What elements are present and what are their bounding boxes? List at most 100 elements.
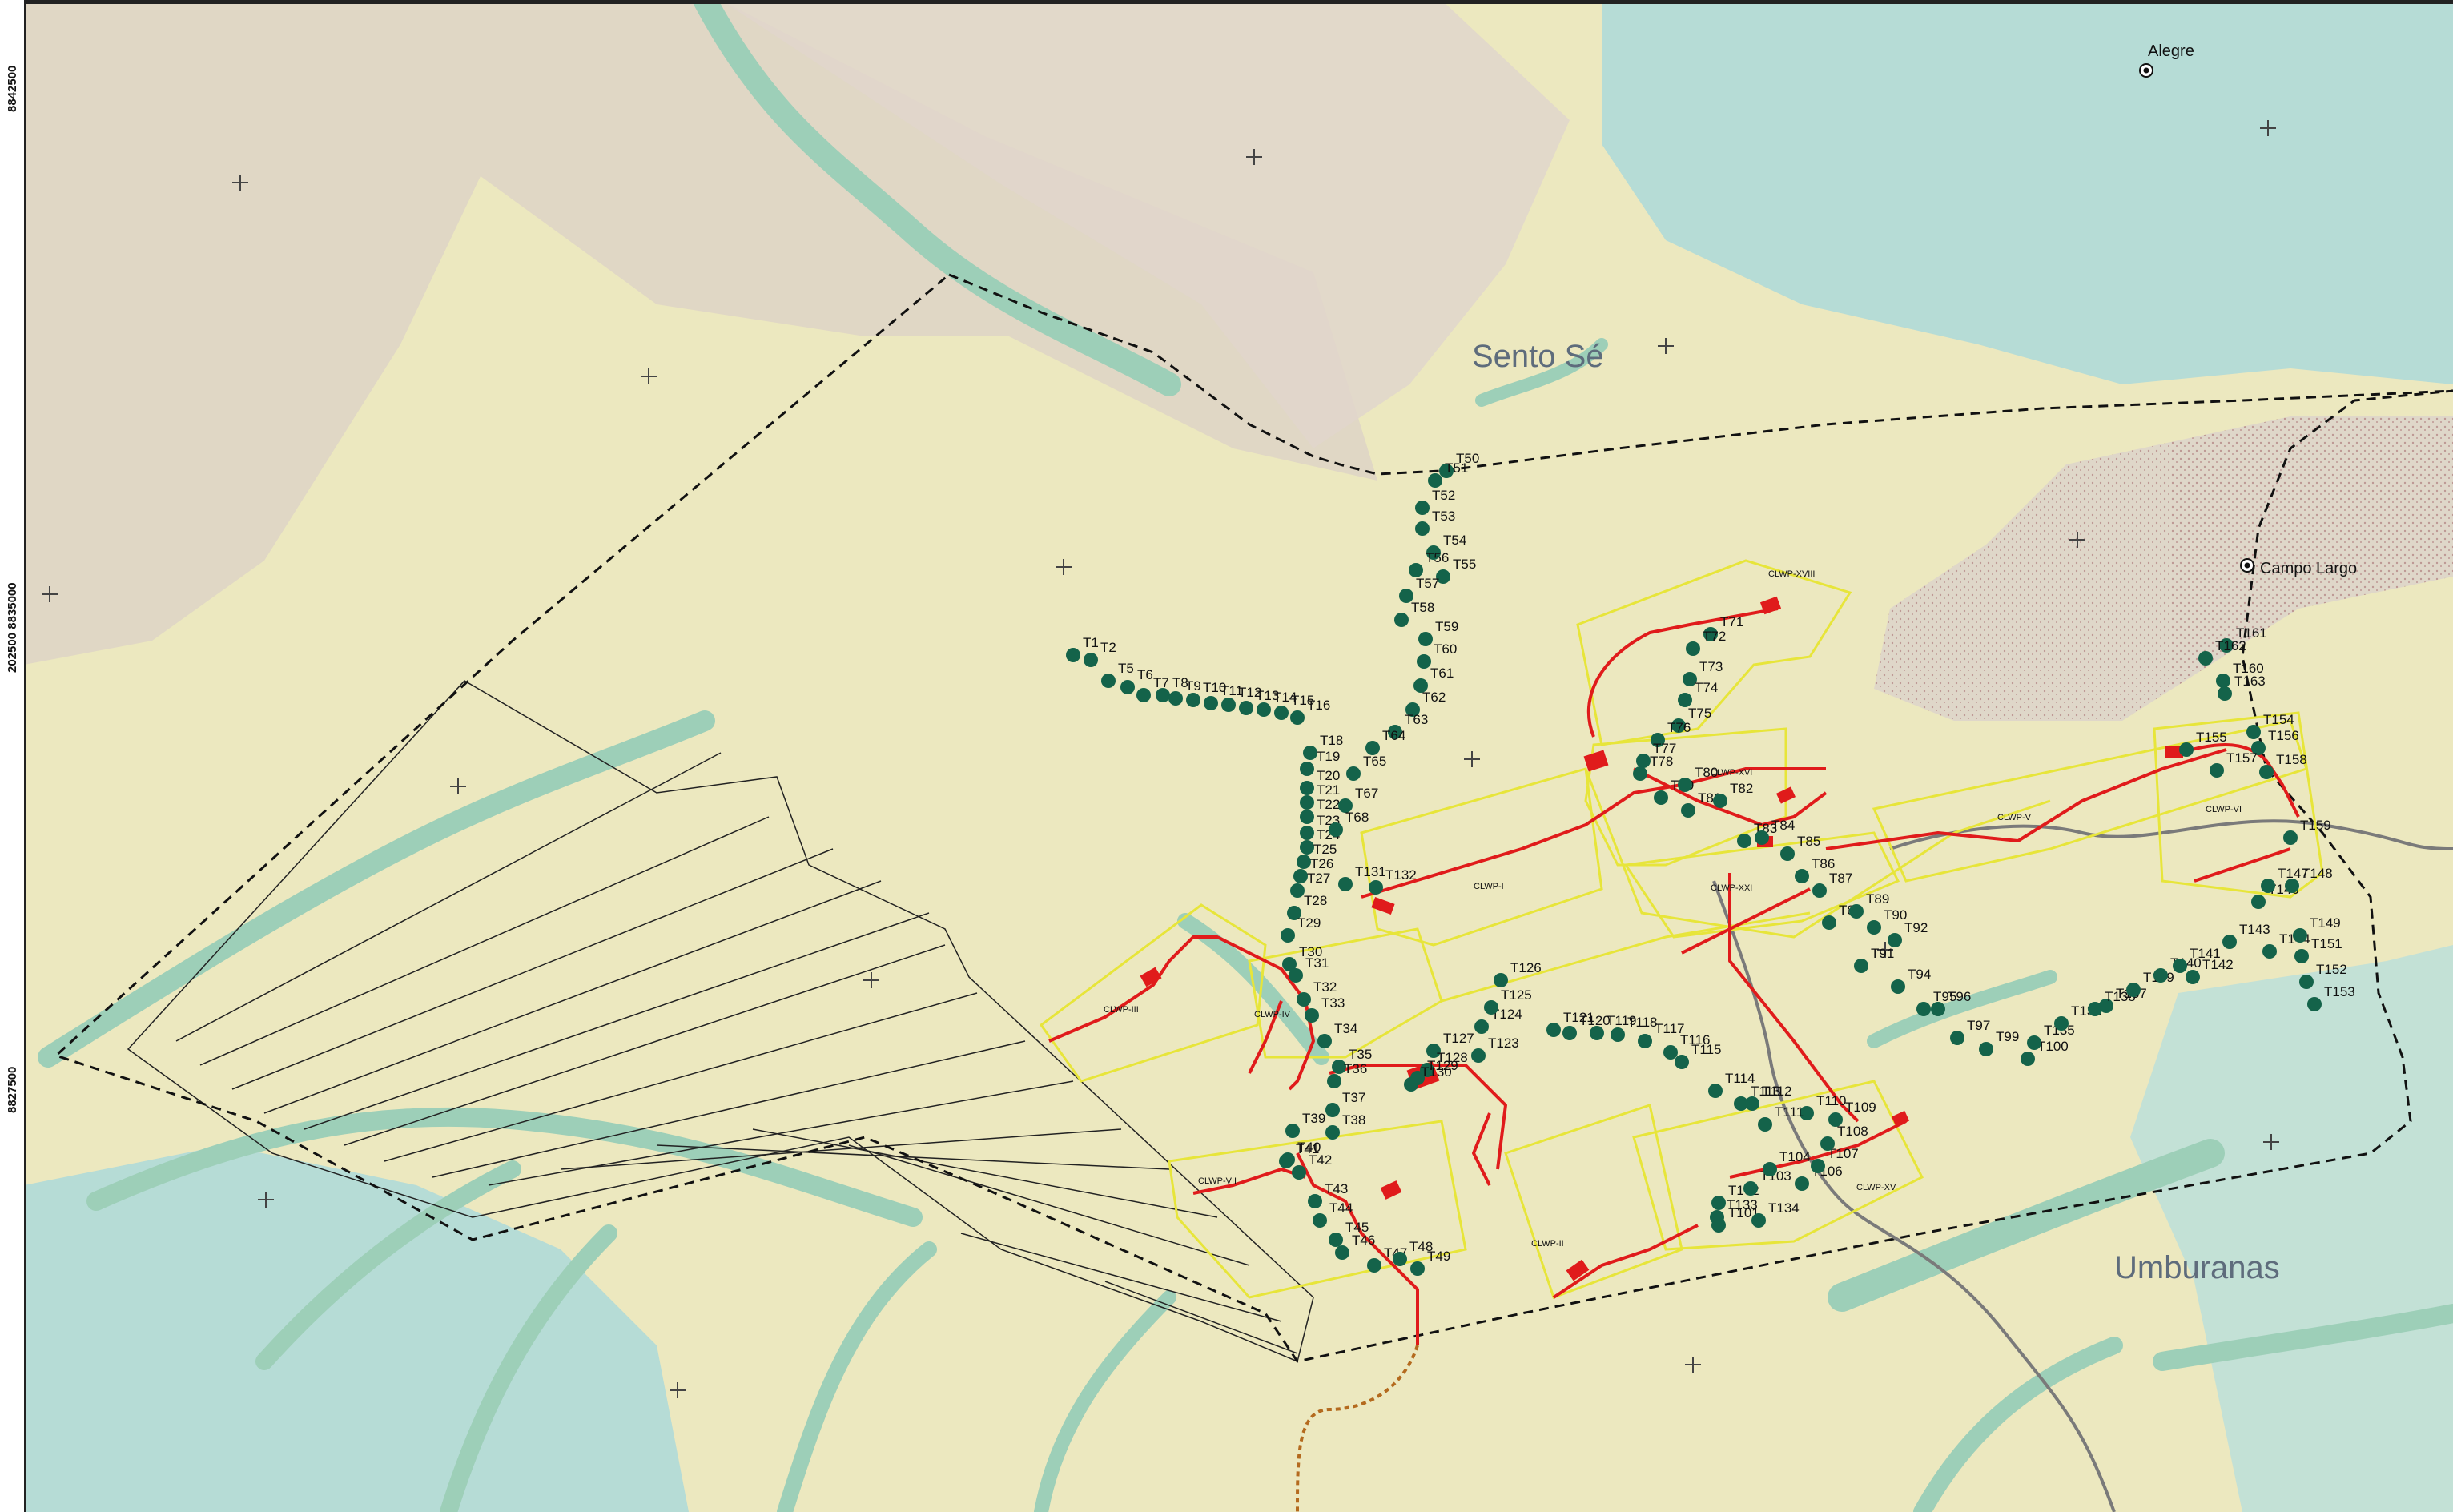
turbine-t45[interactable]: T45 (1329, 1220, 1369, 1247)
turbine-marker[interactable] (1332, 1060, 1346, 1074)
turbine-t109[interactable]: T109 (1828, 1100, 1876, 1127)
turbine-marker[interactable] (1101, 674, 1116, 688)
turbine-t107[interactable]: T107 (1811, 1146, 1859, 1173)
turbine-t37[interactable]: T37 (1325, 1090, 1365, 1117)
turbine-marker[interactable] (1420, 1063, 1434, 1077)
turbine-marker[interactable] (1410, 1261, 1425, 1276)
turbine-t151[interactable]: T151 (2294, 936, 2342, 963)
turbine-t59[interactable]: T59 (1418, 619, 1458, 646)
turbine-marker[interactable] (1289, 968, 1303, 983)
turbine-marker[interactable] (1313, 1213, 1327, 1228)
turbine-marker[interactable] (1325, 1103, 1340, 1117)
turbine-t14[interactable]: T14 (1257, 690, 1297, 717)
turbine-marker[interactable] (1329, 1233, 1343, 1247)
turbine-t10[interactable]: T10 (1186, 680, 1226, 707)
turbine-marker[interactable] (1745, 1096, 1759, 1111)
turbine-t9[interactable]: T9 (1168, 678, 1201, 706)
turbine-t123[interactable]: T123 (1471, 1035, 1519, 1063)
turbine-t64[interactable]: T64 (1365, 728, 1405, 755)
turbine-t156[interactable]: T156 (2251, 728, 2299, 755)
turbine-t57[interactable]: T57 (1399, 576, 1439, 603)
turbine-t76[interactable]: T76 (1651, 720, 1691, 747)
turbine-t82[interactable]: T82 (1713, 781, 1753, 808)
turbine-marker[interactable] (1204, 696, 1218, 710)
turbine-marker[interactable] (1329, 822, 1343, 837)
turbine-marker[interactable] (1708, 1084, 1723, 1098)
turbine-t68[interactable]: T68 (1329, 810, 1369, 837)
turbine-t11[interactable]: T11 (1204, 683, 1243, 710)
turbine-t31[interactable]: T31 (1289, 955, 1329, 983)
turbine-t95[interactable]: T95 (1916, 989, 1956, 1016)
turbine-t124[interactable]: T124 (1474, 1007, 1522, 1034)
turbine-t35[interactable]: T35 (1332, 1047, 1372, 1074)
turbine-marker[interactable] (1471, 1048, 1486, 1063)
turbine-t43[interactable]: T43 (1308, 1181, 1348, 1208)
turbine-t33[interactable]: T33 (1305, 995, 1345, 1023)
turbine-t50[interactable]: T50 (1439, 451, 1479, 478)
turbine-t127[interactable]: T127 (1426, 1031, 1474, 1058)
turbine-t20[interactable]: T20 (1300, 768, 1340, 795)
turbine-marker[interactable] (1415, 521, 1430, 536)
turbine-t89[interactable]: T89 (1849, 891, 1889, 919)
turbine-t143[interactable]: T143 (2222, 922, 2270, 949)
turbine-t21[interactable]: T21 (1300, 782, 1340, 810)
turbine-marker[interactable] (1413, 678, 1428, 693)
turbine-t160[interactable]: T160 (2216, 661, 2264, 688)
turbine-marker[interactable] (1737, 834, 1751, 848)
turbine-marker[interactable] (1867, 920, 1881, 935)
turbine-t1[interactable]: T1 (1066, 635, 1099, 662)
turbine-marker[interactable] (1651, 733, 1665, 747)
turbine-marker[interactable] (2251, 741, 2266, 755)
turbine-marker[interactable] (1828, 1112, 1843, 1127)
turbine-marker[interactable] (1327, 1074, 1341, 1088)
turbine-marker[interactable] (1338, 798, 1353, 813)
turbine-t132[interactable]: T132 (1369, 867, 1417, 895)
turbine-t22[interactable]: T22 (1300, 797, 1340, 824)
turbine-marker[interactable] (1287, 906, 1301, 920)
turbine-marker[interactable] (2088, 1002, 2102, 1016)
turbine-t32[interactable]: T32 (1297, 979, 1337, 1007)
turbine-t54[interactable]: T54 (1426, 533, 1466, 560)
turbine-marker[interactable] (1300, 781, 1314, 795)
turbine-marker[interactable] (1168, 691, 1183, 706)
turbine-t163[interactable]: T163 (2218, 674, 2266, 701)
turbine-t80[interactable]: T80 (1678, 765, 1718, 792)
turbine-t131[interactable]: T131 (1338, 864, 1386, 891)
turbine-marker[interactable] (1681, 803, 1695, 818)
turbine-t134[interactable]: T134 (1751, 1200, 1800, 1228)
turbine-marker[interactable] (1590, 1026, 1604, 1040)
turbine-t13[interactable]: T13 (1239, 688, 1279, 715)
turbine-t94[interactable]: T94 (1891, 967, 1931, 994)
turbine-t115[interactable]: T115 (1675, 1042, 1722, 1069)
turbine-t113[interactable]: T113 (1734, 1084, 1781, 1111)
turbine-t65[interactable]: T65 (1346, 754, 1386, 781)
turbine-marker[interactable] (2099, 999, 2113, 1013)
turbine-t117[interactable]: T117 (1638, 1021, 1685, 1048)
turbine-marker[interactable] (1546, 1023, 1561, 1037)
turbine-marker[interactable] (1290, 883, 1305, 898)
turbine-marker[interactable] (1671, 718, 1686, 733)
turbine-t149[interactable]: T149 (2293, 915, 2341, 943)
turbine-marker[interactable] (1633, 766, 1647, 781)
turbine-marker[interactable] (1494, 973, 1508, 987)
turbine-marker[interactable] (1439, 464, 1454, 478)
turbine-marker[interactable] (1388, 725, 1402, 739)
turbine-marker[interactable] (1257, 702, 1271, 717)
turbine-marker[interactable] (1854, 959, 1868, 973)
turbine-marker[interactable] (1300, 762, 1314, 776)
turbine-marker[interactable] (1916, 1002, 1931, 1016)
turbine-marker[interactable] (2285, 879, 2299, 893)
turbine-t142[interactable]: T142 (2186, 957, 2234, 984)
turbine-t125[interactable]: T125 (1484, 987, 1532, 1015)
turbine-marker[interactable] (1888, 933, 1902, 947)
turbine-marker[interactable] (1308, 1194, 1322, 1208)
turbine-t2[interactable]: T2 (1084, 640, 1116, 667)
turbine-marker[interactable] (1338, 877, 1353, 891)
turbine-marker[interactable] (2218, 686, 2232, 701)
turbine-marker[interactable] (1686, 641, 1700, 656)
turbine-marker[interactable] (2021, 1052, 2035, 1066)
turbine-marker[interactable] (1335, 1245, 1349, 1260)
turbine-marker[interactable] (1369, 880, 1383, 895)
turbine-marker[interactable] (1300, 840, 1314, 855)
turbine-t15[interactable]: T15 (1274, 693, 1314, 720)
